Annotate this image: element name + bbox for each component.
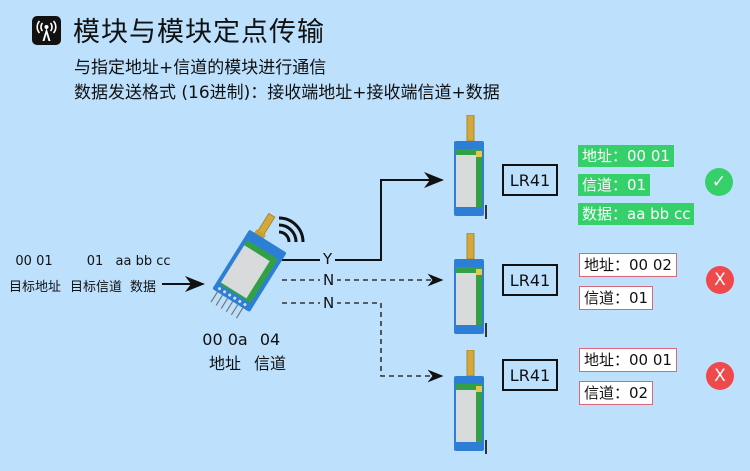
receiver-module-1 xyxy=(450,114,500,220)
sender-module xyxy=(195,210,305,330)
input-channel-value: 01 xyxy=(86,254,104,269)
wifi-signal-icon xyxy=(278,216,305,243)
receiver-1-addr-tag: 地址：00 01 xyxy=(578,145,674,167)
input-addr-label: 目标地址 xyxy=(8,280,61,295)
input-channel-label: 目标信道 xyxy=(69,280,122,295)
receiver-model-label: LR41 xyxy=(502,359,558,391)
receiver-module-2 xyxy=(450,232,500,338)
sender-channel-value: 04 xyxy=(259,330,281,349)
x-icon: X xyxy=(706,362,734,390)
receiver-model-label: LR41 xyxy=(502,264,558,296)
receiver-module-3 xyxy=(450,349,500,455)
x-icon: X xyxy=(706,266,734,294)
receiver-3-channel-tag: 信道：02 xyxy=(579,381,654,405)
sender-addr-label: 地址 xyxy=(208,354,241,373)
route-line-no-2 xyxy=(282,302,444,383)
subtitle-description: 与指定地址+信道的模块进行通信 xyxy=(74,58,327,78)
check-icon: ✓ xyxy=(705,168,733,196)
antenna-signal-icon xyxy=(32,16,61,45)
receiver-model-label: LR41 xyxy=(502,164,558,196)
receiver-1-data-tag: 数据：aa bb cc xyxy=(578,203,695,225)
receiver-2-channel-tag: 信道：01 xyxy=(579,286,654,310)
receiver-1-channel-tag: 信道：01 xyxy=(578,174,651,196)
sender-addr-value: 00 0a xyxy=(202,330,248,349)
input-data-value: aa bb cc xyxy=(115,254,171,269)
input-addr-value: 00 01 xyxy=(15,254,53,269)
receiver-3-addr-tag: 地址：00 01 xyxy=(579,348,677,372)
route-label-yes: Y xyxy=(320,251,336,267)
sender-channel-label: 信道 xyxy=(253,354,286,373)
input-data-label: 数据 xyxy=(129,280,156,295)
subtitle-format: 数据发送格式 (16进制)：接收端地址+接收端信道+数据 xyxy=(74,83,500,103)
page-title: 模块与模块定点传输 xyxy=(73,17,325,48)
route-label-no: N xyxy=(320,272,338,288)
receiver-2-addr-tag: 地址：00 02 xyxy=(579,253,677,277)
route-label-no: N xyxy=(320,295,338,311)
route-line-yes xyxy=(282,172,444,261)
